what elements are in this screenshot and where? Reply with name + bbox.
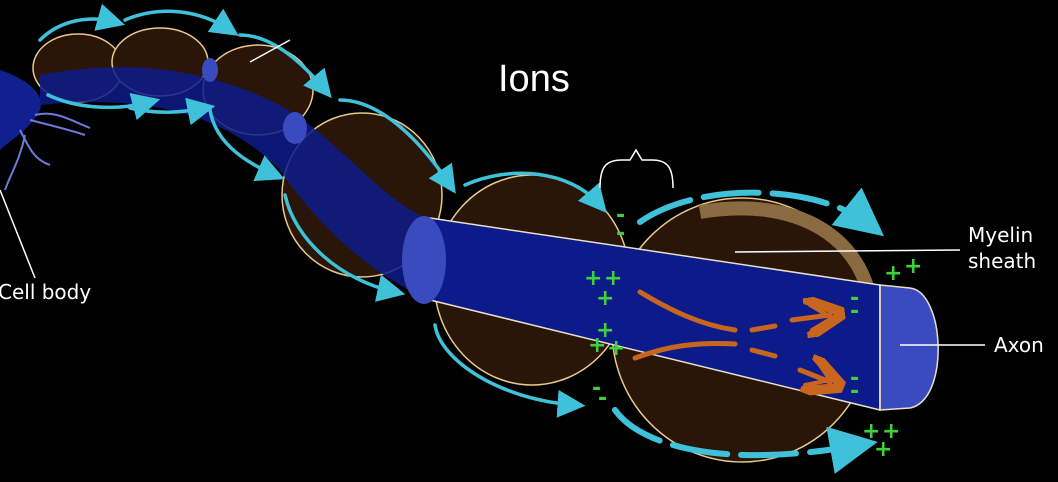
axon-cap	[880, 285, 938, 410]
negative-ion: -	[850, 379, 859, 404]
positive-ion: +	[596, 286, 614, 311]
myelin-label-line1: Myelin	[968, 222, 1036, 248]
cell-body-label: Cell body	[0, 280, 91, 304]
diagram-title: Ions	[498, 58, 570, 101]
positive-ion: +	[874, 437, 892, 462]
myelin-sheath-label: Myelin sheath	[968, 222, 1036, 274]
positive-ion: +	[607, 336, 625, 361]
positive-ion: +	[588, 333, 606, 358]
axon-node	[283, 112, 307, 144]
positive-ion: +	[884, 261, 902, 286]
positive-ion: +	[904, 254, 922, 279]
axon-node	[202, 58, 218, 82]
cell-body-pointer-line	[0, 190, 35, 278]
node-bracket	[600, 150, 673, 188]
axon-label: Axon	[994, 333, 1044, 357]
negative-ion: -	[616, 221, 625, 246]
negative-ion: -	[850, 299, 859, 324]
myelin-label-line2: sheath	[968, 248, 1036, 274]
negative-ion: -	[598, 386, 607, 411]
axon-node	[402, 216, 446, 304]
